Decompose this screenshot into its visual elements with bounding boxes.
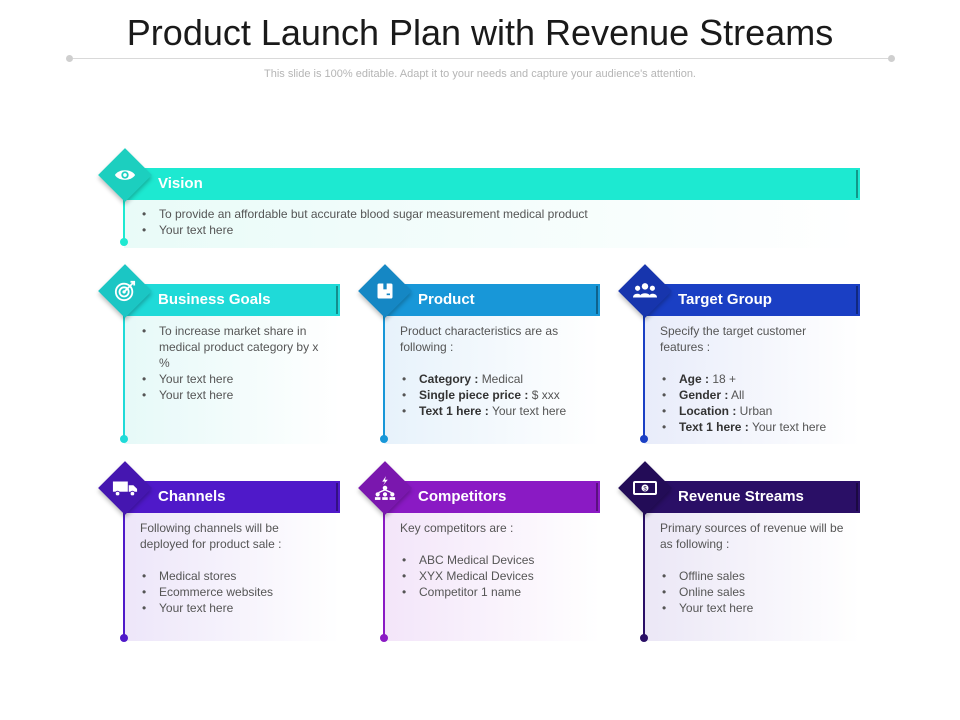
divider-dot-left: [66, 55, 73, 62]
list-item: Medical stores: [140, 568, 330, 584]
competitors-connector: [383, 491, 385, 639]
list-item: Offline sales: [660, 568, 850, 584]
product-body: Product characteristics are as following…: [400, 323, 590, 419]
list-item: Your text here: [140, 387, 330, 403]
list-item: Online sales: [660, 584, 850, 600]
vision-body: To provide an affordable but accurate bl…: [140, 206, 850, 238]
vision-card: Vision To provide an affordable but accu…: [98, 148, 860, 248]
competitors-connector-dot: [380, 634, 388, 642]
list-item: Location : Urban: [660, 403, 850, 419]
target-group-header-bar: [644, 284, 860, 316]
target-group-label: Target Group: [678, 291, 772, 308]
revenue-streams-header-bar: [644, 481, 860, 513]
target-icon: [109, 275, 141, 307]
competitors-intro: Key competitors are :: [400, 521, 514, 535]
target-group-connector-dot: [640, 435, 648, 443]
product-intro: Product characteristics are as following…: [400, 324, 559, 354]
business-goals-body: To increase market share in medical prod…: [140, 323, 330, 403]
channels-header-bar: [124, 481, 340, 513]
slide-title: Product Launch Plan with Revenue Streams: [126, 12, 834, 53]
channels-connector-dot: [120, 634, 128, 642]
competitors-body: Key competitors are : ABC Medical Device…: [400, 520, 590, 600]
truck-icon: [109, 472, 141, 504]
business-goals-connector: [123, 294, 125, 439]
channels-body: Following channels will be deployed for …: [140, 520, 330, 616]
channels-connector: [123, 491, 125, 639]
channels-intro: Following channels will be deployed for …: [140, 521, 282, 551]
target-group-card: Target Group Specify the target customer…: [618, 264, 860, 444]
competitors-card: Competitors Key competitors are : ABC Me…: [358, 461, 600, 642]
business-goals-connector-dot: [120, 435, 128, 443]
product-card: Product Product characteristics are as f…: [358, 264, 600, 444]
list-item: Your text here: [140, 600, 330, 616]
list-item: ABC Medical Devices: [400, 552, 590, 568]
channels-label: Channels: [158, 488, 226, 505]
list-item: To increase market share in medical prod…: [140, 323, 330, 371]
list-item: XYX Medical Devices: [400, 568, 590, 584]
list-item: Ecommerce websites: [140, 584, 330, 600]
competitors-label: Competitors: [418, 488, 507, 505]
target-group-connector: [643, 294, 645, 439]
list-item: Text 1 here : Your text here: [400, 403, 590, 419]
group-icon: [629, 275, 661, 307]
revenue-streams-card: $ Revenue Streams Primary sources of rev…: [618, 461, 860, 642]
title-divider: [70, 58, 892, 59]
target-group-body: Specify the target customer features : A…: [660, 323, 850, 435]
list-item: Age : 18 +: [660, 371, 850, 387]
business-goals-header-bar: [124, 284, 340, 316]
eye-icon: [109, 159, 141, 191]
svg-text:$: $: [643, 487, 647, 493]
money-icon: $: [629, 472, 661, 504]
list-item: Text 1 here : Your text here: [660, 419, 850, 435]
revenue-streams-connector: [643, 491, 645, 639]
list-item: Competitor 1 name: [400, 584, 590, 600]
list-item: Gender : All: [660, 387, 850, 403]
product-header-bar: [384, 284, 600, 316]
vision-connector: [123, 178, 125, 242]
product-label: Product: [418, 291, 475, 308]
list-item: Your text here: [140, 222, 850, 238]
list-item: Your text here: [140, 371, 330, 387]
hierarchy-icon: [369, 472, 401, 504]
list-item: Your text here: [660, 600, 850, 616]
product-connector: [383, 294, 385, 439]
target-group-intro: Specify the target customer features :: [660, 324, 807, 354]
list-item: Category : Medical: [400, 371, 590, 387]
product-connector-dot: [380, 435, 388, 443]
revenue-streams-intro: Primary sources of revenue will be as fo…: [660, 521, 844, 551]
divider-dot-right: [888, 55, 895, 62]
business-goals-card: Business Goals To increase market share …: [98, 264, 340, 444]
vision-label: Vision: [158, 175, 203, 192]
revenue-streams-body: Primary sources of revenue will be as fo…: [660, 520, 850, 616]
vision-connector-dot: [120, 238, 128, 246]
slide-subtitle: This slide is 100% editable. Adapt it to…: [264, 68, 696, 80]
revenue-streams-label: Revenue Streams: [678, 488, 804, 505]
box-icon: [369, 275, 401, 307]
channels-card: Channels Following channels will be depl…: [98, 461, 340, 642]
vision-header-bar: [124, 168, 860, 200]
competitors-header-bar: [384, 481, 600, 513]
list-item: To provide an affordable but accurate bl…: [140, 206, 850, 222]
list-item: Single piece price : $ xxx: [400, 387, 590, 403]
revenue-streams-connector-dot: [640, 634, 648, 642]
business-goals-label: Business Goals: [158, 291, 271, 308]
